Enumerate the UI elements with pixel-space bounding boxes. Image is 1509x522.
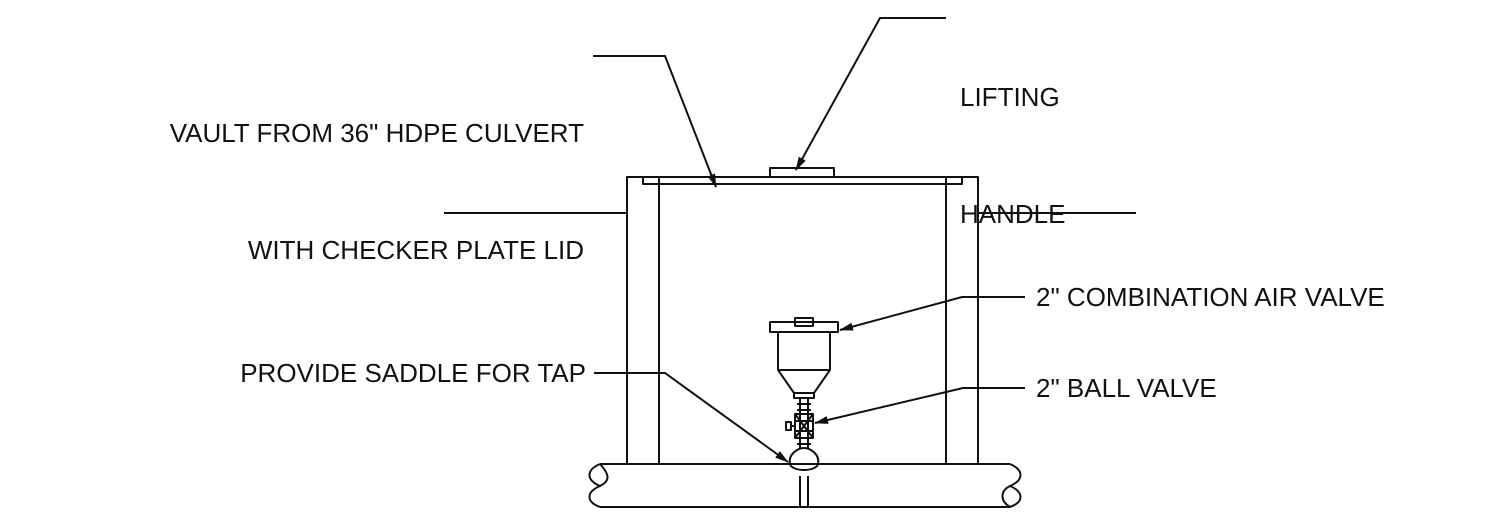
- riser-pipe: [797, 398, 811, 448]
- ball-valve: [785, 403, 814, 439]
- tap-saddle: [788, 447, 820, 471]
- ball-valve-callout: 2" BALL VALVE: [1036, 373, 1217, 403]
- lifting-handle: [769, 167, 835, 178]
- main-pipe: [588, 463, 1022, 508]
- lifting-handle-leader: [795, 17, 946, 171]
- saddle-callout: PROVIDE SADDLE FOR TAP: [240, 358, 586, 388]
- combination-air-valve-leader: [839, 296, 1025, 331]
- vault-leader: [593, 55, 717, 188]
- saddle-leader: [594, 372, 789, 463]
- combination-air-valve: [769, 317, 839, 399]
- checker-plate-lid: [642, 176, 963, 185]
- pipe-tap: [799, 476, 809, 507]
- vault-callout: VAULT FROM 36" HDPE CULVERT WITH CHECKER…: [170, 36, 584, 348]
- lifting-handle-callout: LIFTING HANDLE: [960, 0, 1065, 312]
- combination-air-valve-callout: 2" COMBINATION AIR VALVE: [1036, 282, 1385, 312]
- lifting-handle-callout-line-2: HANDLE: [960, 199, 1066, 229]
- lifting-handle-callout-line-1: LIFTING: [960, 82, 1060, 112]
- vault-callout-line-2: WITH CHECKER PLATE LID: [247, 235, 584, 265]
- vault-callout-line-1: VAULT FROM 36" HDPE CULVERT: [169, 118, 584, 148]
- ball-valve-leader: [814, 387, 1025, 424]
